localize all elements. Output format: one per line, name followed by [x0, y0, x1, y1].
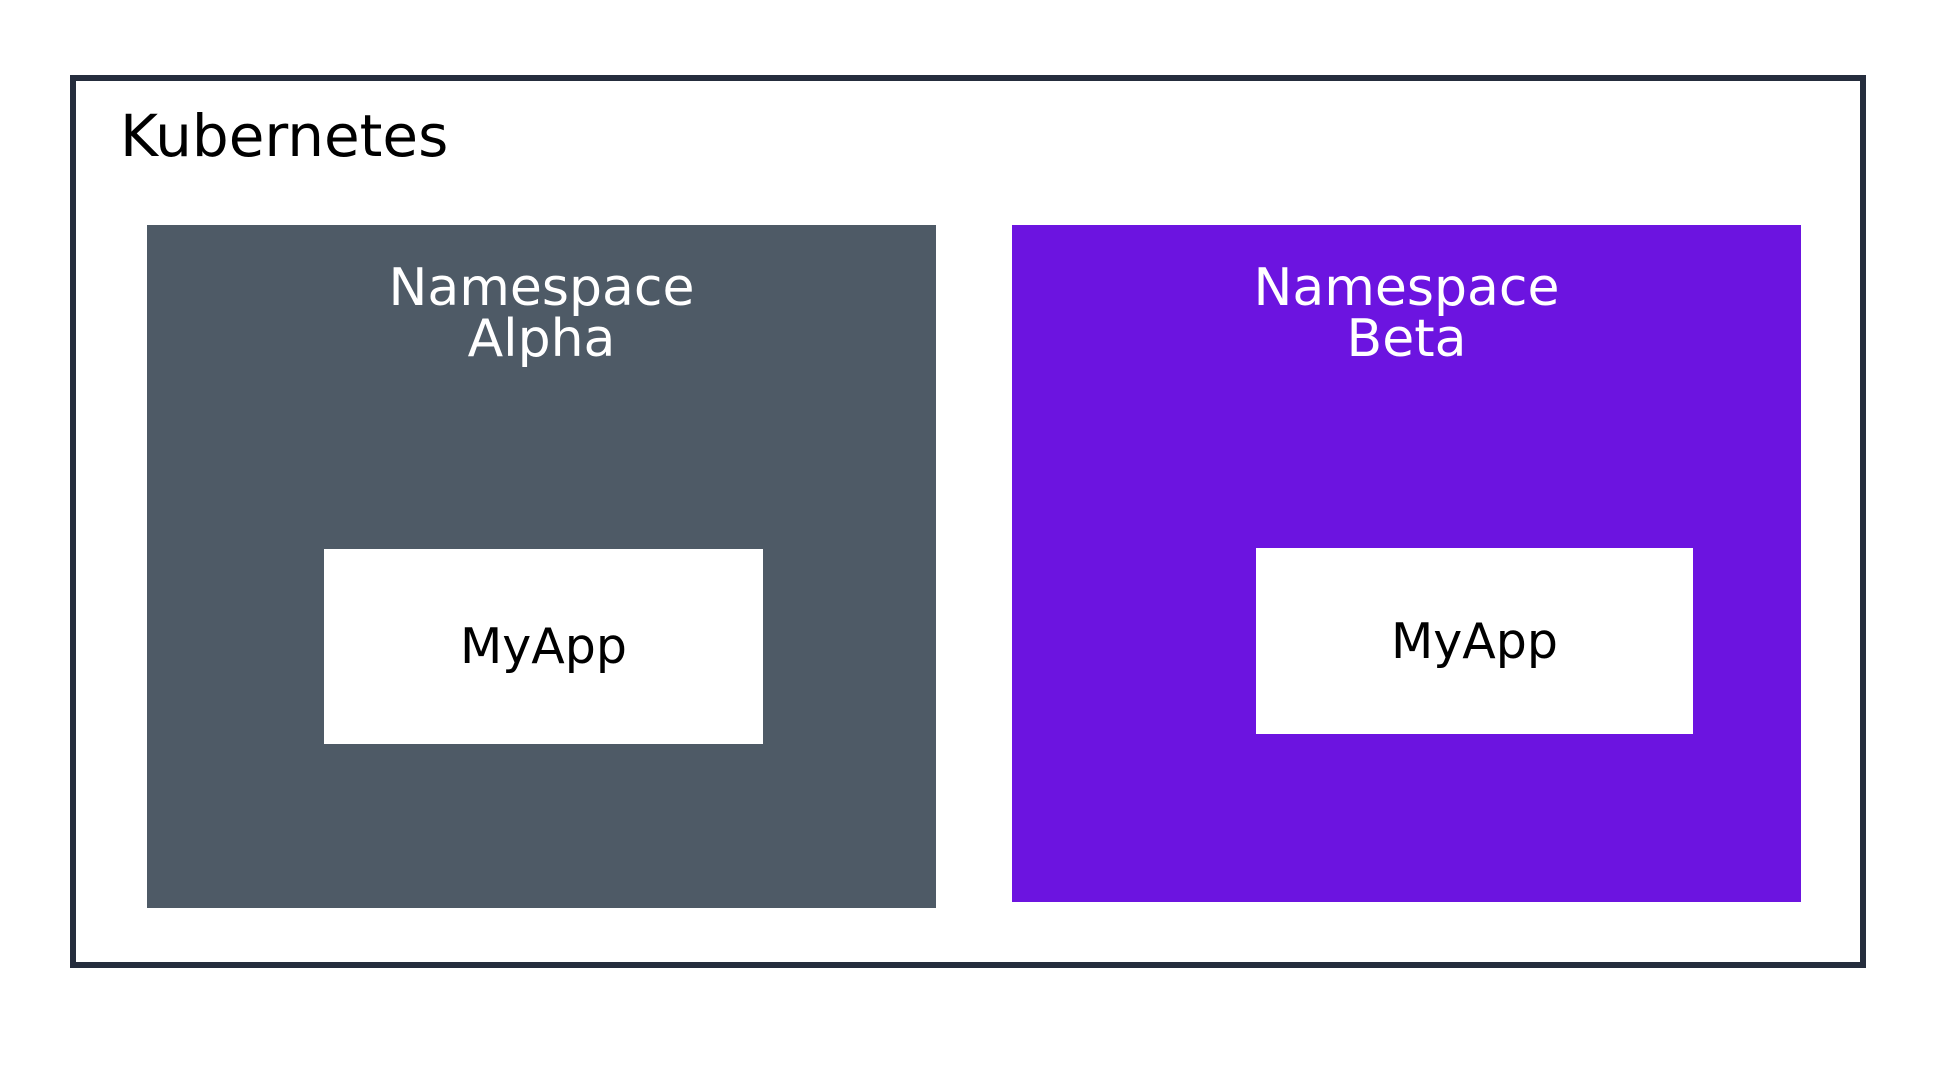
- namespace-label-alpha-line2: Alpha: [467, 308, 616, 369]
- namespace-label-beta-line1: Namespace: [1253, 258, 1560, 318]
- namespace-box-beta[interactable]: Namespace Beta MyApp: [1012, 225, 1801, 902]
- app-box-beta[interactable]: MyApp: [1256, 548, 1693, 734]
- kubernetes-cluster-box: Kubernetes Namespace Alpha MyApp Namespa…: [70, 75, 1866, 968]
- cluster-title: Kubernetes: [120, 102, 449, 170]
- app-box-alpha[interactable]: MyApp: [324, 549, 763, 744]
- namespace-label-beta: Namespace Beta: [1012, 258, 1801, 369]
- namespace-label-alpha: Namespace Alpha: [147, 258, 936, 369]
- namespace-box-alpha[interactable]: Namespace Alpha MyApp: [147, 225, 936, 908]
- app-label-beta: MyApp: [1390, 612, 1558, 670]
- app-label-alpha: MyApp: [459, 618, 627, 675]
- namespace-label-beta-line2: Beta: [1346, 308, 1467, 369]
- namespace-label-alpha-line1: Namespace: [388, 258, 695, 318]
